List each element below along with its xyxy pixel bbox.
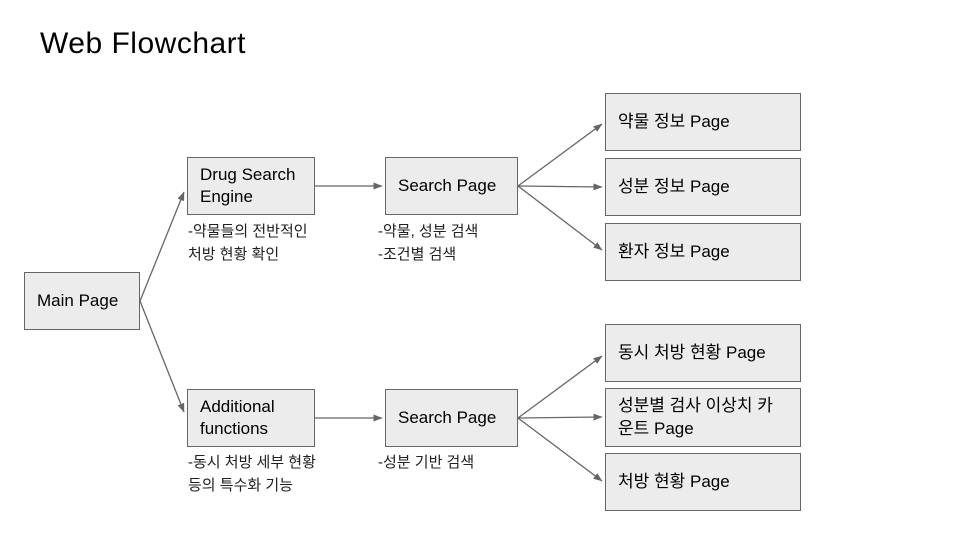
arrow-search-top-to-drug-info	[517, 123, 603, 187]
node-ingredient-info-page: 성분 정보 Page	[605, 158, 801, 216]
node-concurrent-prescription-page-label: 동시 처방 현황 Page	[618, 342, 766, 362]
arrow-search-bottom-to-rx-status	[517, 417, 603, 482]
arrow-search-bottom-to-outlier-count	[517, 413, 603, 421]
node-drug-info-page-label: 약물 정보 Page	[618, 111, 730, 131]
note-additional-functions: -동시 처방 세부 현황 등의 특수화 기능	[188, 454, 316, 494]
arrow-search-top-to-patient-info	[517, 185, 603, 251]
node-ingredient-info-page-label: 성분 정보 Page	[618, 176, 730, 196]
node-search-page-bottom: Search Page	[385, 389, 518, 447]
node-drug-search-engine-label: Drug Search Engine	[200, 164, 296, 206]
node-drug-search-engine: Drug Search Engine	[187, 157, 315, 215]
node-search-page-bottom-label: Search Page	[398, 407, 497, 427]
note-drug-search-engine: -약물들의 전반적인 처방 현황 확인	[188, 223, 308, 263]
node-patient-info-page: 환자 정보 Page	[605, 223, 801, 281]
arrow-search-top-to-ingredient-info	[517, 183, 603, 191]
page-title: Web Flowchart	[40, 27, 247, 60]
node-patient-info-page-label: 환자 정보 Page	[618, 241, 730, 261]
arrow-search-bottom-to-concurrent-rx	[517, 355, 603, 419]
arrow-main-to-drug-search-engine	[139, 191, 185, 302]
node-ingredient-test-outlier-page: 성분별 검사 이상치 카운트 Page	[605, 388, 801, 447]
node-additional-functions-label: Additional functions	[200, 396, 275, 438]
note-search-page-bottom: -성분 기반 검색	[378, 454, 475, 471]
note-search-page-top: -약물, 성분 검색 -조건별 검색	[378, 223, 479, 263]
node-prescription-status-page: 처방 현황 Page	[605, 453, 801, 511]
node-concurrent-prescription-page: 동시 처방 현황 Page	[605, 324, 801, 382]
node-search-page-top-label: Search Page	[398, 175, 497, 195]
node-main-page: Main Page	[24, 272, 140, 330]
node-prescription-status-page-label: 처방 현황 Page	[618, 471, 730, 491]
node-ingredient-test-outlier-page-label: 성분별 검사 이상치 카운트 Page	[618, 396, 773, 438]
node-search-page-top: Search Page	[385, 157, 518, 215]
node-additional-functions: Additional functions	[187, 389, 315, 447]
node-main-page-label: Main Page	[37, 290, 119, 310]
node-drug-info-page: 약물 정보 Page	[605, 93, 801, 151]
arrow-main-to-additional-functions	[139, 300, 185, 413]
